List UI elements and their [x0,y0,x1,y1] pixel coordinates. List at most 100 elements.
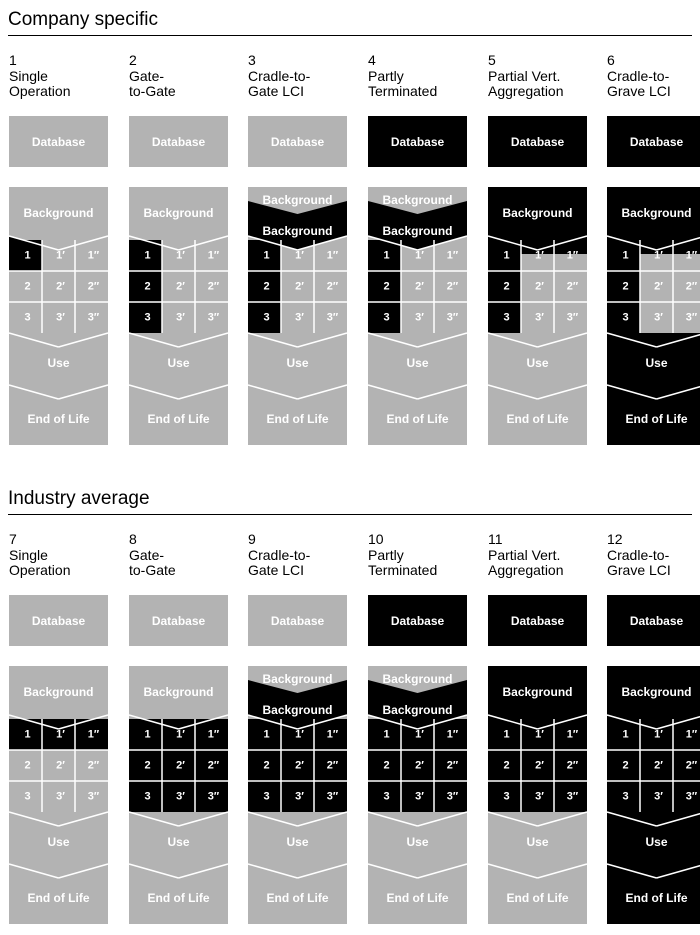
process-cell-label: 1′ [176,729,185,741]
chevron-line [178,235,229,251]
background-strip-light [248,666,347,693]
column-name-line: Partly [368,546,404,563]
end-of-life-label: End of Life [387,412,449,426]
chevron-line [8,384,59,400]
process-cell-dark [248,271,281,302]
process-cell-label: 1″ [567,729,579,741]
chevron-line [537,863,588,879]
background-label: Background [143,206,213,220]
process-cell-dark [488,781,521,812]
process-cell-label: 1 [503,729,509,741]
column-header-6: 6 Cradle-to- Grave LCI [607,52,700,100]
background-band-dark [488,187,587,254]
chevron-line [367,714,418,730]
use-label: Use [167,356,189,370]
column-name-line: Terminated [368,562,438,578]
chevron-line [656,385,700,400]
background-label: Background [502,685,572,699]
column-header-7: 7 Single Operation [9,531,119,579]
process-cell-dark [434,750,467,781]
column-header-12: 12 Cradle-to- Grave LCI [607,531,700,579]
chevron-line [247,235,298,251]
database-label: Database [271,135,325,149]
background-band-dark [248,680,347,729]
process-cell-label: 2 [503,760,509,772]
process-cell-dark [162,750,195,781]
process-cell-label: 2″ [447,760,459,772]
column-number: 8 [129,531,137,547]
column-header-1: 1 Single Operation [9,52,119,100]
use-label: Use [286,835,308,849]
end-of-life-label: End of Life [148,891,210,905]
background-label: Background [23,206,93,220]
column-name-line: Operation [9,83,71,99]
process-cell-label: 2″ [567,281,579,293]
chevron-line [297,235,348,251]
database-label: Database [511,135,565,149]
chevron-line [178,714,229,730]
database-box [488,595,587,646]
column-number: 7 [9,531,17,547]
process-cell-dark [640,719,673,750]
process-cell-label: 1″ [447,729,459,741]
use-label: Use [167,835,189,849]
column-name-line: Partial Vert. [488,546,561,563]
background-label: Background [262,672,332,686]
process-cell-label: 3 [622,791,628,803]
process-cell-label: 3′ [56,312,65,324]
process-cell-dark [162,781,195,812]
process-cell-dark [521,750,554,781]
process-cell-label: 1″ [88,250,100,262]
process-cell-dark [248,240,281,271]
column-number: 2 [129,52,137,68]
process-cell-dark [368,750,401,781]
process-column [9,666,108,924]
process-cell-label: 1′ [415,729,424,741]
process-cell-label: 3″ [686,791,698,803]
process-cell-label: 3′ [176,791,185,803]
process-cell-label: 1 [144,729,150,741]
chevron-line [606,863,657,879]
background-label: Background [262,703,332,717]
use-label: Use [47,835,69,849]
process-cell-dark [129,271,162,302]
process-cell-label: 1″ [686,250,698,262]
background-band-dark [488,666,587,733]
process-cell-dark [314,719,347,750]
process-cell-label: 3″ [447,312,459,324]
process-cell-dark [607,750,640,781]
process-cell-label: 2″ [88,281,100,293]
process-cell-label: 1″ [686,729,698,741]
process-cell-label: 1 [144,250,150,262]
process-cell-dark [488,271,521,302]
chevron-line [606,332,657,348]
database-label: Database [152,614,206,628]
process-cell-label: 2 [383,760,389,772]
column-name-line: Operation [9,562,71,578]
column-number: 3 [248,52,256,68]
background-band-dark [607,666,700,733]
process-cell-label: 3 [144,312,150,324]
process-cell-dark [281,750,314,781]
chevron-line [8,811,59,827]
chevron-line [297,863,348,879]
chevron-line [247,384,298,400]
chevron-line [606,235,657,251]
chevron-line [367,332,418,348]
background-label: Background [382,193,452,207]
end-of-life-label: End of Life [626,891,688,905]
chevron-line [656,333,700,348]
process-cell-dark [401,781,434,812]
process-cell-dark [607,719,640,750]
column-name-line: Single [9,67,48,84]
chevron-line [58,714,109,730]
process-cell-dark [42,719,75,750]
chevron-line [656,236,700,251]
column-name-line: Gate LCI [248,562,305,578]
process-cell-dark [607,781,640,812]
process-cell-label: 3′ [176,312,185,324]
process-cell-label: 3″ [567,312,579,324]
column-name-line: Gate LCI [248,83,305,99]
background-band-dark [607,187,700,254]
process-cell-label: 1″ [208,250,220,262]
